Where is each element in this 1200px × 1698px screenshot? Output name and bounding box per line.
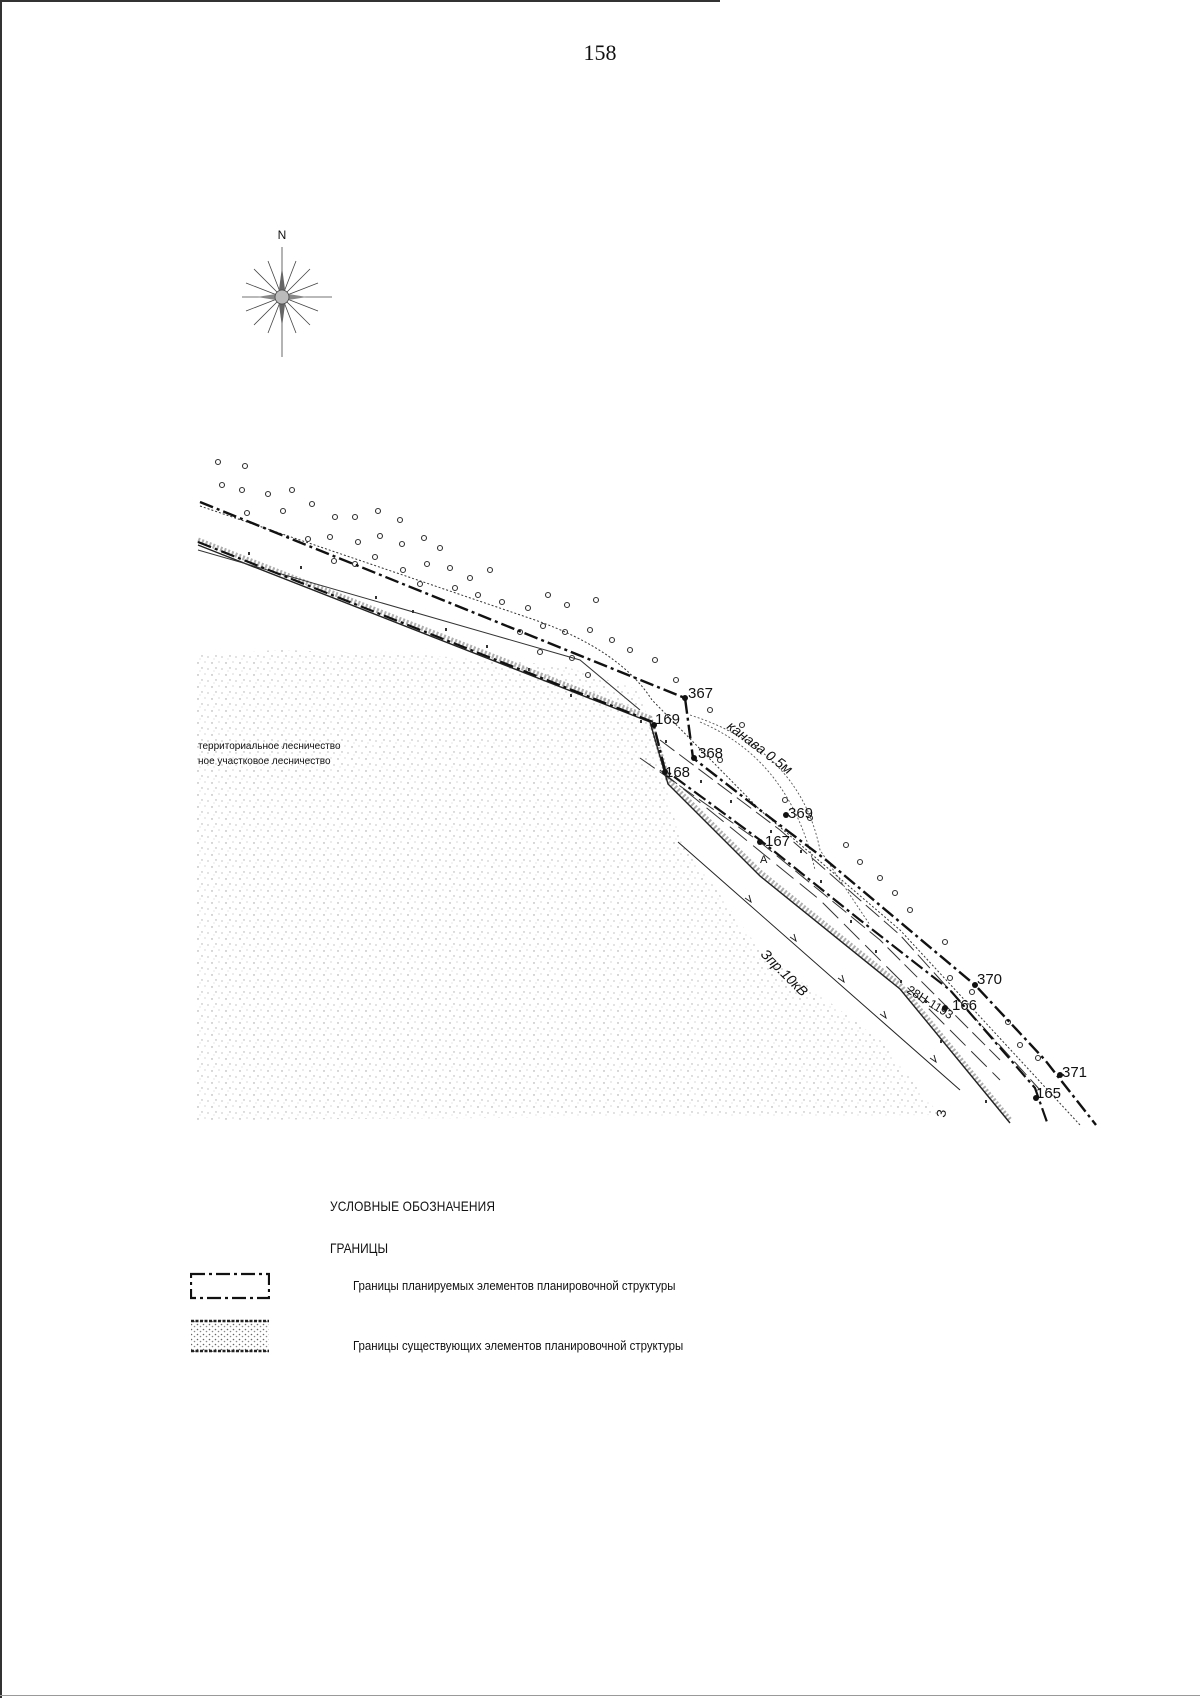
left-edge-line — [0, 0, 2, 1698]
planned-boundary-lower — [197, 540, 1050, 1126]
dash-dot-boundary-icon — [190, 1272, 270, 1300]
point-label-367: 367 — [688, 685, 713, 702]
legend-item-text: Границы планируемых элементов планировоч… — [353, 1278, 676, 1293]
road-edge-upper — [199, 505, 1081, 1126]
point-label-167: 167 — [765, 833, 790, 850]
point-label-168: 168 — [665, 764, 690, 781]
legend-title: УСЛОВНЫЕ ОБОЗНАЧЕНИЯ — [330, 1198, 496, 1214]
powerline-arrows — [744, 894, 937, 1064]
point-label-166: 166 — [952, 997, 977, 1014]
bottom-edge-line — [0, 1695, 1200, 1696]
road-long-dash — [659, 769, 1001, 1081]
compass-rose-icon: N — [242, 228, 332, 357]
powerline — [677, 841, 961, 1091]
planned-boundary — [199, 500, 1097, 1126]
road-edge-lower — [197, 549, 641, 711]
legend-item-text: Границы существующих элементов планирово… — [353, 1338, 684, 1353]
hatched-boundary-icon — [191, 1319, 269, 1353]
marker-a: А — [760, 854, 768, 866]
point-label-369: 369 — [788, 805, 813, 822]
point-label-169: 169 — [655, 711, 680, 728]
point-label-371: 371 — [1062, 1064, 1087, 1081]
compass-north-label: N — [278, 228, 287, 242]
top-edge-line — [0, 0, 720, 2]
ditch-curve-2 — [699, 721, 816, 871]
point-label-165: 165 — [1036, 1085, 1061, 1102]
point-label-368: 368 — [698, 745, 723, 762]
survey-points — [651, 695, 1063, 1101]
legend-item-existing: Границы существующих элементов планирово… — [190, 1318, 1090, 1354]
page-number: 158 — [583, 40, 617, 65]
forestry-label-2: ное участковое лесничество — [198, 756, 331, 767]
ditch-label: канава 0.5м — [724, 718, 796, 778]
existing-boundary-line — [197, 544, 1011, 1124]
legend-item-planned: Границы планируемых элементов планировоч… — [190, 1272, 1090, 1302]
forest-area — [196, 650, 940, 1120]
legend-section-title: ГРАНИЦЫ — [330, 1240, 389, 1256]
ditch-curve — [689, 714, 871, 926]
existing-boundary-band — [197, 537, 1012, 1122]
marker-3: З — [933, 1108, 949, 1118]
road-dashed-line — [639, 757, 1001, 1061]
forestry-label-1: территориальное лесничество — [198, 741, 341, 752]
point-label-370: 370 — [977, 971, 1002, 988]
